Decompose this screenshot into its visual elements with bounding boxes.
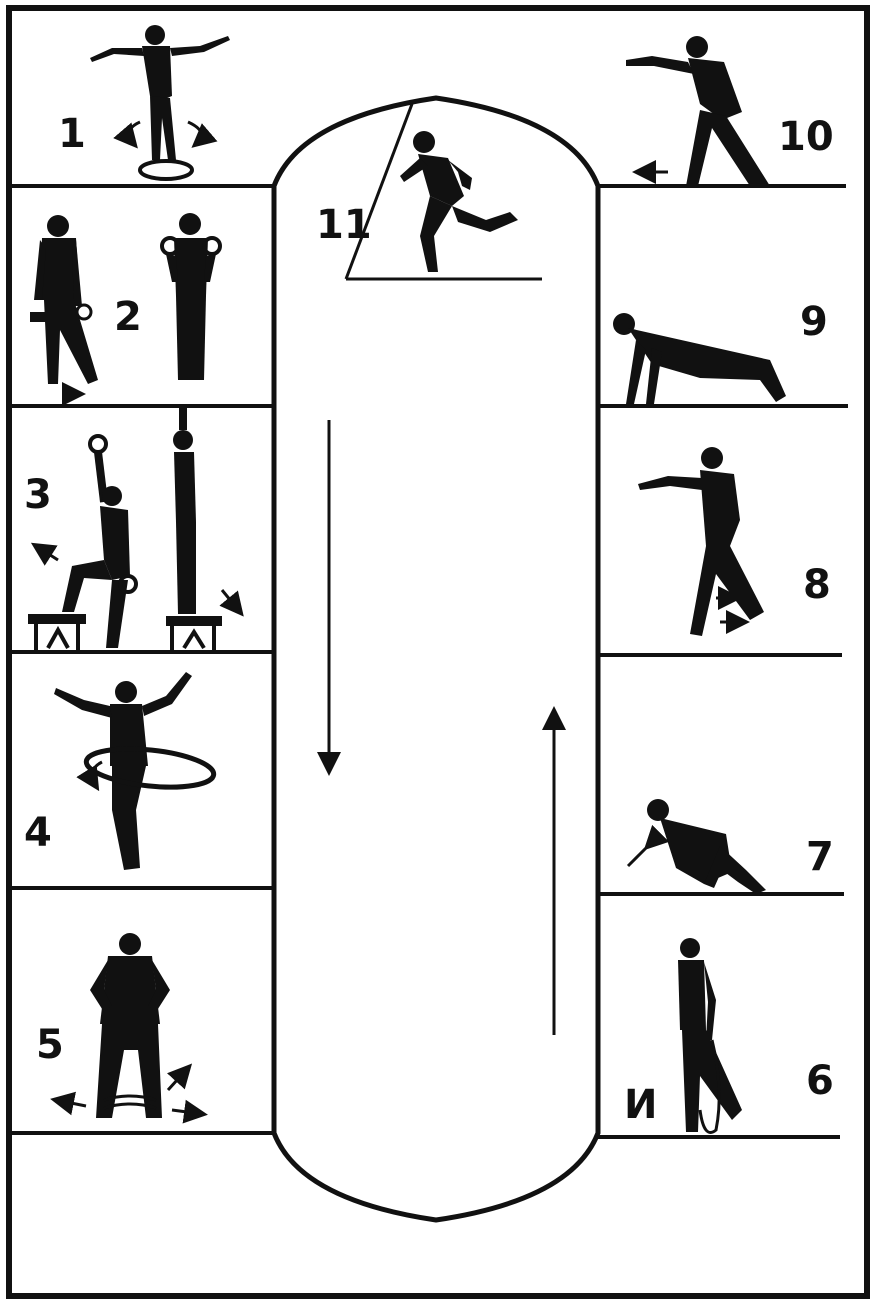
exercise-number-7: 7 [806, 834, 834, 880]
dumbbell-icon [90, 436, 106, 452]
exercise-number-6: 6 [806, 1058, 834, 1104]
exercise-7-sit-up: 7 [628, 799, 834, 894]
exercise-number-4: 4 [24, 810, 52, 856]
rotating-disk-icon [140, 161, 192, 179]
exercise-3-step-up: 3 [24, 408, 240, 650]
exercise-number-3: 3 [24, 472, 52, 518]
exercise-number-11: 11 [316, 202, 372, 248]
exercise-number-9: 9 [800, 299, 828, 345]
extra-mark: И [624, 1082, 657, 1128]
dumbbell-icon [30, 312, 46, 322]
dumbbell-icon [77, 305, 91, 319]
rotation-arrow-icon [129, 122, 140, 144]
step-bench-icon [166, 616, 222, 650]
exercise-10-lunge-reach: 10 [626, 36, 834, 186]
direction-arrow-icon [168, 1068, 188, 1090]
direction-arrow-icon [172, 1110, 202, 1114]
exercise-5-band-stretch: 5 [36, 933, 202, 1118]
running-figure-icon [400, 131, 518, 272]
slope-line [346, 104, 412, 279]
direction-arrow-icon [222, 590, 240, 612]
rotation-arrow-icon [188, 122, 201, 144]
exercise-number-1: 1 [58, 111, 86, 157]
exercise-9-push-up: 9 [613, 299, 828, 404]
exercise-number-2: 2 [114, 294, 142, 340]
exercise-1-disk-twist: 1 [58, 25, 230, 179]
direction-arrow-icon [628, 846, 648, 866]
exercise-2-dumbbells: 2 [30, 213, 220, 394]
exercise-number-5: 5 [36, 1022, 64, 1068]
direction-arrow-icon [56, 1100, 86, 1106]
exercise-number-8: 8 [803, 562, 831, 608]
exercise-11-sprint [346, 104, 542, 279]
exercise-6-jump-rope: И 6 [624, 938, 834, 1133]
exercise-number-10: 10 [778, 114, 834, 160]
direction-arrow-icon [36, 546, 58, 560]
hula-hoop-icon [84, 743, 215, 792]
step-bench-icon [28, 614, 86, 650]
exercise-8-side-step: 8 [638, 447, 831, 636]
exercise-4-hula-hoop: 4 [24, 672, 216, 870]
